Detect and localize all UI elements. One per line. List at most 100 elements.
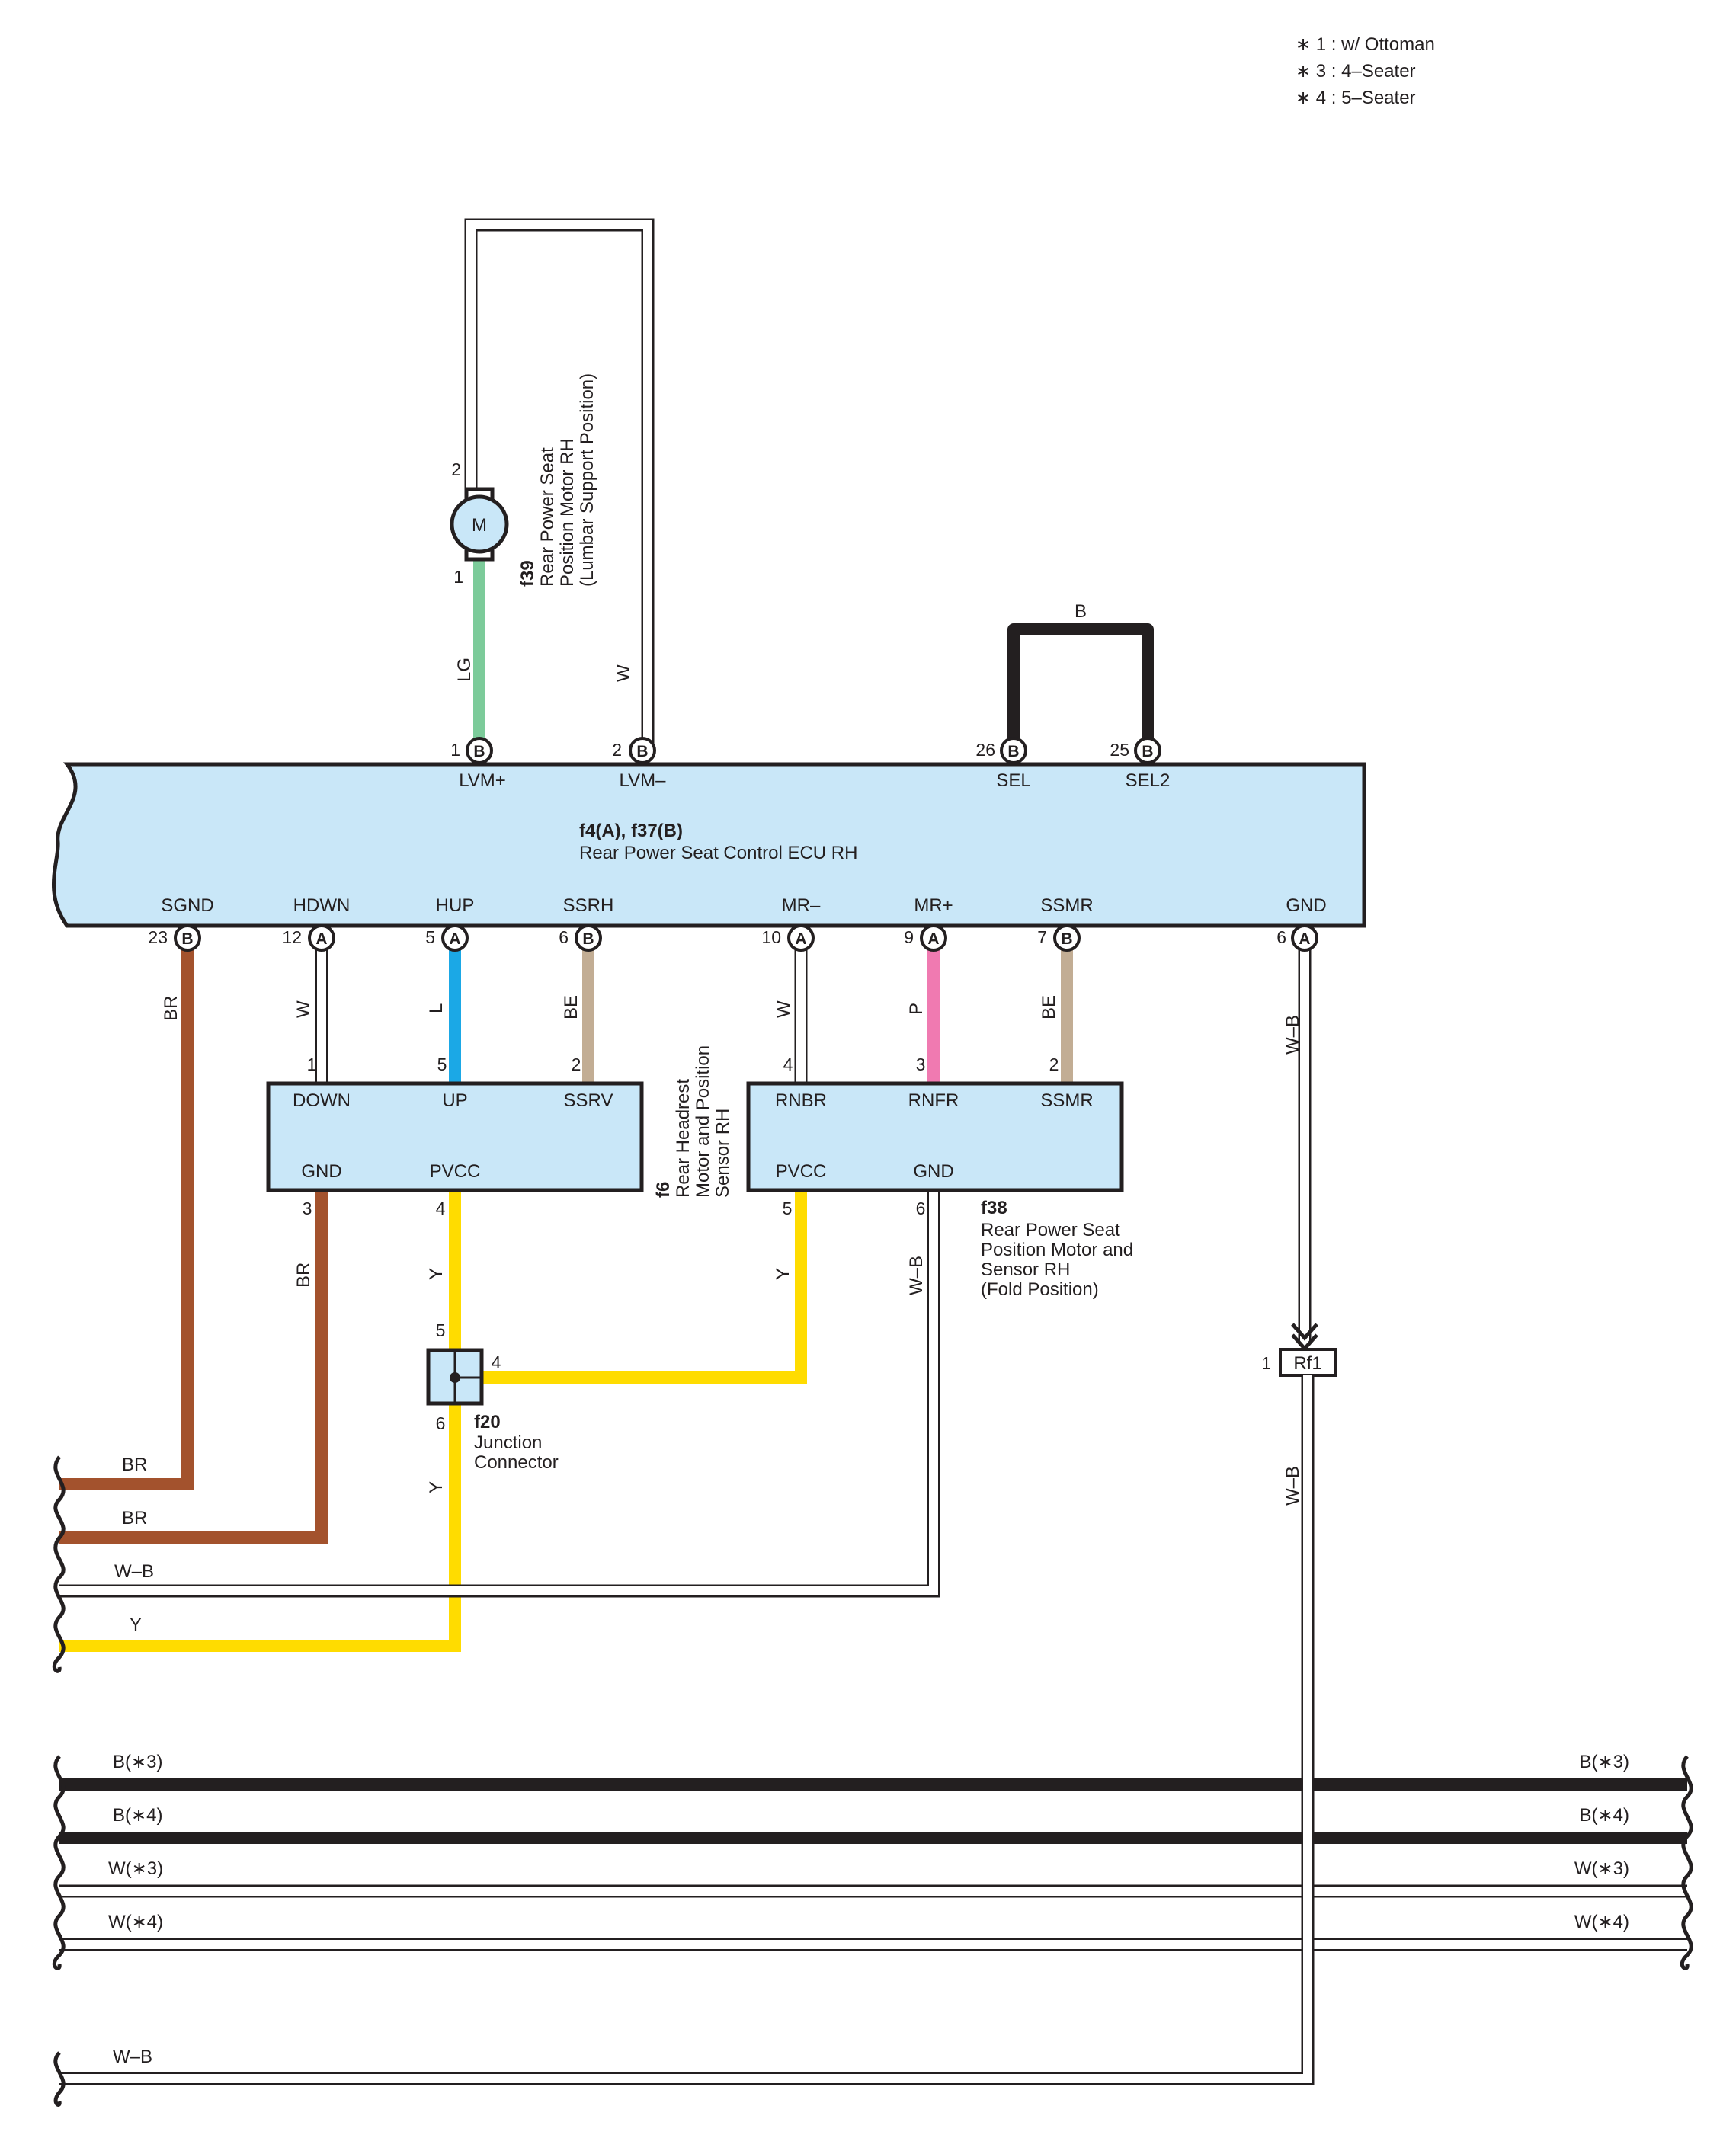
- pin-number: 5: [425, 927, 435, 947]
- f38-pvcc-y-wire: [455, 1190, 807, 1384]
- pin-label: SGND: [161, 895, 213, 916]
- pin-label: SEL: [996, 770, 1030, 791]
- pin-label: GND: [1286, 895, 1326, 916]
- pin-number: 9: [904, 927, 914, 947]
- f20-pin-5: 5: [436, 1320, 446, 1340]
- f39-code: f39: [517, 560, 538, 587]
- f6-pin-up-label: UP: [442, 1090, 467, 1111]
- wire-label-wb-gnd: W–B: [1283, 1015, 1303, 1055]
- wire-label-wb-rf1: W–B: [1283, 1466, 1303, 1506]
- f6-pin-up-num: 5: [437, 1055, 447, 1074]
- f6-pin-down-label: DOWN: [293, 1090, 351, 1111]
- junction-connector-f20: 5 4 6 f20 Junction Connector: [426, 1320, 559, 1473]
- ecu-pin-mr-plus: MR+ 9 A: [904, 895, 953, 952]
- f20-code: f20: [474, 1412, 501, 1432]
- pin-label: MR–: [782, 895, 821, 916]
- rf1-wb-wire: [59, 1375, 1315, 2085]
- pin-label: HUP: [436, 895, 475, 916]
- left-exit-label-wb: W–B: [114, 1561, 154, 1582]
- f38-code: f38: [981, 1198, 1007, 1218]
- f38-pin-ssmr-num: 2: [1049, 1055, 1059, 1074]
- wire-label-be-ssmr: BE: [1039, 995, 1059, 1019]
- wire-label-w-lvm: W: [613, 664, 634, 682]
- wire-label-be-ssrh: BE: [561, 995, 581, 1019]
- legend-item-ottoman: ∗ 1 : w/ Ottoman: [1296, 34, 1435, 55]
- pin-number: 23: [148, 927, 168, 947]
- wire-label-lg: LG: [454, 658, 475, 682]
- sgnd-br-wire: [59, 937, 194, 1490]
- pin-connector-letter: A: [927, 930, 939, 948]
- f39-pin-2: 2: [451, 459, 461, 479]
- f6-code: f6: [653, 1182, 674, 1198]
- bottom-exit-label: W–B: [113, 2047, 152, 2067]
- pin-connector-letter: B: [1007, 743, 1019, 760]
- pin-label: LVM+: [459, 770, 506, 791]
- pin-number: 6: [1276, 927, 1286, 947]
- f38-name-line-1: Rear Power Seat: [981, 1220, 1120, 1240]
- pin-number: 1: [450, 740, 460, 760]
- rf1-label: Rf1: [1293, 1353, 1321, 1374]
- ecu-pin-sel2: 25 B SEL2: [1110, 737, 1170, 791]
- sel-jumper-b-wire: B: [1007, 601, 1154, 751]
- f6-pin-pvcc-label: PVCC: [430, 1161, 481, 1182]
- ecu-box: f4(A), f37(B) Rear Power Seat Control EC…: [51, 762, 1366, 928]
- pin-connector-letter: A: [1299, 930, 1310, 948]
- wire-label-b-jumper: B: [1075, 601, 1087, 622]
- f6-pin-ssrv-num: 2: [572, 1055, 581, 1074]
- ecu-pin-sel: 26 B SEL: [975, 737, 1031, 791]
- wire-label-y-junction: Y: [426, 1481, 447, 1493]
- bus-label-right-w3: W(∗3): [1574, 1858, 1629, 1879]
- f6-pin-ssrv-label: SSRV: [564, 1090, 613, 1111]
- f6-name-line-2: Motor and Position: [693, 1045, 713, 1198]
- f6-gnd-br-wire: [59, 1190, 328, 1544]
- ecu-pin-lvm-minus: 2 B LVM–: [612, 737, 667, 791]
- pin-number: 26: [975, 740, 995, 760]
- wire-label-y-f6-pvcc: Y: [426, 1268, 447, 1280]
- pin-connector-letter: A: [315, 930, 327, 948]
- pin-connector-letter: A: [795, 930, 806, 948]
- wire-label-p-mr-plus: P: [906, 1003, 927, 1015]
- f38-pin-gnd-num: 6: [916, 1199, 926, 1218]
- ecu-pin-ssrh: SSRH 6 B: [559, 895, 614, 952]
- f38-pin-ssmr-label: SSMR: [1040, 1090, 1093, 1111]
- ecu-pin-gnd: GND 6 A: [1276, 895, 1327, 952]
- f38-name-line-3: Sensor RH: [981, 1259, 1070, 1280]
- f38-name-line-2: Position Motor and: [981, 1240, 1133, 1260]
- f20-pin-4: 4: [492, 1352, 501, 1372]
- f20-pin-6: 6: [436, 1413, 446, 1433]
- connector-rf1: Rf1 1: [1261, 1323, 1337, 1377]
- ecu-pin-lvm-plus: 1 B LVM+: [450, 737, 506, 791]
- pin-number: 10: [761, 927, 781, 947]
- f6-pin-pvcc-num: 4: [436, 1199, 446, 1218]
- f6-pin-gnd-label: GND: [301, 1161, 341, 1182]
- pin-label: LVM–: [620, 770, 667, 791]
- f6-name-line-1: Rear Headrest: [673, 1079, 693, 1198]
- wire-color-labels: BR W L BE W P BE W–B BR Y Y W–B Y W–B: [161, 995, 1303, 1506]
- bus-label-left-w4: W(∗4): [108, 1912, 163, 1932]
- left-exit-label-y: Y: [130, 1615, 142, 1635]
- f6-name-line-3: Sensor RH: [713, 1109, 733, 1198]
- pin-label: SSRH: [563, 895, 614, 916]
- f38-gnd-wb-wire: [59, 1190, 940, 1598]
- rf1-pin: 1: [1261, 1353, 1271, 1373]
- wire-label-br-sgnd: BR: [161, 996, 181, 1021]
- pin-connector-letter: A: [449, 930, 460, 948]
- legend-item-4-seater: ∗ 3 : 4–Seater: [1296, 61, 1416, 82]
- f38-name-line-4: (Fold Position): [981, 1279, 1099, 1300]
- pin-number: 25: [1110, 740, 1129, 760]
- left-exit-labels: BR BR W–B Y: [114, 1455, 154, 1635]
- f38-pin-rnfr-label: RNFR: [908, 1090, 959, 1111]
- f6-pin-gnd-num: 3: [303, 1199, 312, 1218]
- f38-pin-pvcc-label: PVCC: [776, 1161, 827, 1182]
- f38-pin-rnfr-num: 3: [916, 1055, 926, 1074]
- bus-label-left-w3: W(∗3): [108, 1858, 163, 1879]
- ecu-pin-mr-minus: MR– 10 A: [761, 895, 821, 952]
- left-bus-break-wavy-icon: [52, 1755, 66, 1970]
- f39-name-line-3: (Lumbar Support Position): [577, 373, 597, 587]
- wire-label-br-f6-gnd: BR: [293, 1263, 314, 1288]
- bus-label-left-b4: B(∗4): [113, 1805, 162, 1826]
- connector-chevron-icon: [1291, 1323, 1318, 1341]
- wire-label-w-hdwn: W: [293, 1000, 314, 1018]
- f39-name-line-2: Position Motor RH: [557, 438, 578, 587]
